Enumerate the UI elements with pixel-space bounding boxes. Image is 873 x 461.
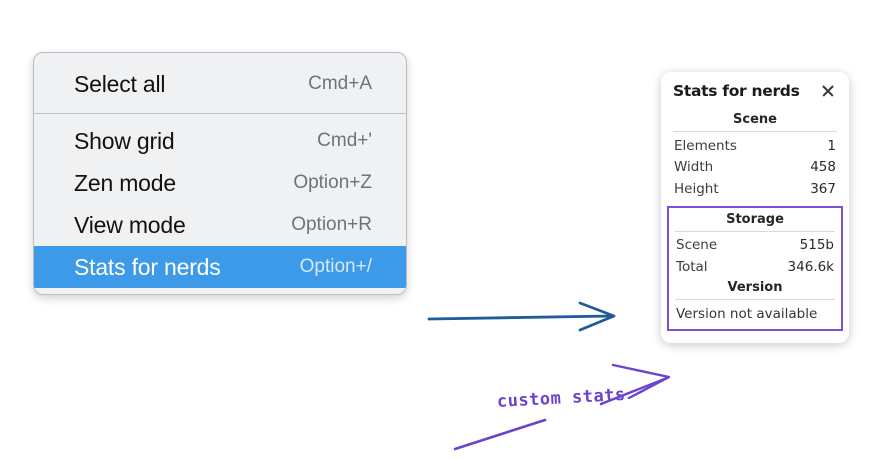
stat-row: Height 367 <box>673 179 837 201</box>
stats-scene-group: Scene Elements 1 Width 458 Height 367 <box>673 110 837 201</box>
stat-row: Width 458 <box>673 157 837 179</box>
menu-item-shortcut: Option+Z <box>293 172 372 193</box>
stat-row: Scene 515b <box>675 235 835 257</box>
stat-value: 367 <box>810 181 836 198</box>
menu-item-shortcut: Cmd+' <box>317 130 372 151</box>
stats-for-nerds-panel: Stats for nerds Scene Elements 1 Width 4… <box>661 72 849 344</box>
menu-section-1: Select all Cmd+A <box>34 53 406 113</box>
menu-item-label: View mode <box>74 211 186 238</box>
stat-key: Width <box>674 159 714 176</box>
stats-panel-title: Stats for nerds <box>673 82 800 100</box>
menu-item-shortcut: Option+R <box>291 214 372 235</box>
close-icon[interactable] <box>820 83 836 99</box>
menu-item-show-grid[interactable]: Show grid Cmd+' <box>34 120 406 162</box>
stats-panel-header: Stats for nerds <box>673 82 837 100</box>
divider <box>673 131 837 132</box>
stats-group-heading-storage: Storage <box>726 211 784 227</box>
stat-key: Scene <box>676 237 718 254</box>
stat-row: Total 346.6k <box>675 257 835 279</box>
stat-key: Total <box>676 259 708 275</box>
stats-group-heading-scene: Scene <box>733 112 777 127</box>
menu-item-label: Select all <box>74 70 166 97</box>
custom-stats-annotation-label: custom stats <box>496 384 627 412</box>
menu-item-zen-mode[interactable]: Zen mode Option+Z <box>34 162 406 204</box>
menu-item-label: Show grid <box>74 127 175 154</box>
menu-item-shortcut: Cmd+A <box>308 73 372 94</box>
stat-key: Elements <box>674 137 737 154</box>
blue-arrow <box>427 301 616 332</box>
menu-item-select-all[interactable]: Select all Cmd+A <box>34 63 406 105</box>
stats-storage-group: Storage Scene 515b Total 346.6k <box>675 210 835 279</box>
stat-key: Height <box>674 181 719 198</box>
purple-underline-stroke <box>453 418 547 451</box>
divider <box>675 230 835 232</box>
stat-value: 346.6k <box>787 259 834 275</box>
stats-version-group: Version Version not available <box>675 278 835 325</box>
context-menu: Select all Cmd+A Show grid Cmd+' Zen mod… <box>33 52 407 295</box>
menu-item-label: Zen mode <box>74 169 176 196</box>
stats-group-heading-version: Version <box>727 280 783 296</box>
menu-item-view-mode[interactable]: View mode Option+R <box>34 204 406 246</box>
version-note: Version not available <box>676 306 818 323</box>
stat-row: Elements 1 <box>673 135 837 157</box>
menu-item-stats-for-nerds[interactable]: Stats for nerds Option+/ <box>34 246 406 288</box>
custom-stats-highlight-box: Storage Scene 515b Total 346.6k Version … <box>667 205 843 332</box>
menu-divider <box>34 113 406 114</box>
menu-item-label: Stats for nerds <box>74 253 221 280</box>
divider <box>675 299 835 301</box>
stat-value: 458 <box>810 159 836 176</box>
menu-item-shortcut: Option+/ <box>299 256 372 277</box>
stat-value: 1 <box>827 137 836 154</box>
menu-section-2: Show grid Cmd+' Zen mode Option+Z View m… <box>34 114 406 294</box>
stat-value: 515b <box>799 237 834 254</box>
